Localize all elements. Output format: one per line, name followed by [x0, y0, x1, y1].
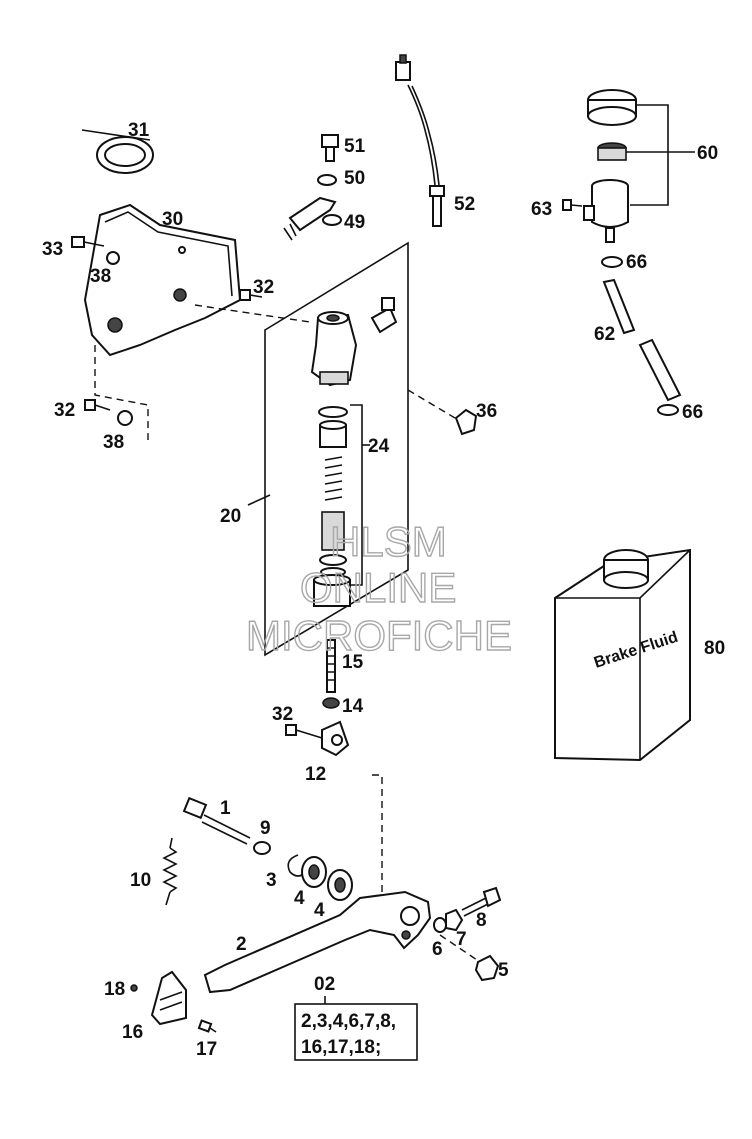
- bolt-part-32-upper[interactable]: [239, 289, 263, 301]
- part-label-80: 80: [704, 638, 725, 659]
- part-label-8: 8: [476, 910, 487, 931]
- part-label-50: 50: [344, 168, 365, 189]
- part-label-31: 31: [128, 120, 150, 141]
- pushrod-part-15[interactable]: [326, 639, 336, 693]
- piston-kit-part-24[interactable]: [313, 406, 351, 607]
- watermark-line-2: ONLINE: [300, 564, 456, 611]
- kit-number: 02: [314, 974, 335, 995]
- pin-part-18[interactable]: [130, 984, 138, 992]
- bearing-part-4-right[interactable]: [327, 869, 353, 901]
- bolt-part-32-clevis[interactable]: [285, 724, 323, 739]
- nut-part-38-lower[interactable]: [117, 410, 133, 426]
- washer-part-49[interactable]: [322, 214, 342, 226]
- washer-part-6[interactable]: [433, 917, 447, 933]
- reservoir-body[interactable]: [583, 179, 629, 243]
- hose-clamp-part-66-lower[interactable]: [657, 404, 679, 416]
- hose-fitting[interactable]: [370, 297, 398, 334]
- watermark-line-3: MICROFICHE: [246, 612, 512, 659]
- washer-part-50[interactable]: [317, 174, 337, 186]
- part-label-6: 6: [432, 939, 443, 960]
- part-label-66-lower: 66: [682, 402, 703, 423]
- kit-contents-box: [294, 1003, 418, 1061]
- part-label-5: 5: [498, 960, 509, 981]
- part-label-15: 15: [342, 652, 364, 673]
- part-label-4-right: 4: [314, 900, 325, 921]
- nut-part-38-upper[interactable]: [106, 251, 120, 265]
- part-label-18: 18: [104, 979, 125, 1000]
- part-label-49: 49: [344, 212, 365, 233]
- bolt-part-32-left[interactable]: [84, 399, 111, 411]
- bolt-part-8[interactable]: [461, 886, 502, 917]
- nut-part-5[interactable]: [474, 954, 500, 982]
- bearing-part-4-left[interactable]: [301, 856, 327, 888]
- hose-part-62[interactable]: [602, 278, 682, 402]
- part-label-51: 51: [344, 136, 366, 157]
- part-label-62: 62: [594, 324, 615, 345]
- brake-pedal-part-2[interactable]: [203, 890, 432, 994]
- part-label-24: 24: [368, 436, 390, 457]
- part-label-12: 12: [305, 764, 326, 785]
- brake-hose-fitting[interactable]: [283, 196, 337, 241]
- part-label-9: 9: [260, 818, 271, 839]
- washer-part-9[interactable]: [253, 841, 271, 855]
- kit-contents-line-1: 2,3,4,6,7,8,: [301, 1011, 396, 1032]
- banjo-bolt-part-51[interactable]: [321, 134, 339, 162]
- bolt-part-33[interactable]: [71, 236, 105, 248]
- hose-clamp-part-66-upper[interactable]: [601, 256, 623, 268]
- pivot-bolt-part-1[interactable]: [182, 796, 251, 845]
- part-label-10: 10: [130, 870, 151, 891]
- part-label-20: 20: [220, 506, 241, 527]
- part-label-4-left: 4: [294, 888, 305, 909]
- part-label-32-upper: 32: [253, 277, 274, 298]
- part-label-63: 63: [531, 199, 552, 220]
- watermark-line-1: HLSM: [330, 518, 447, 565]
- bracket-part-30[interactable]: [83, 203, 242, 357]
- part-label-32-left: 32: [54, 400, 75, 421]
- part-label-14: 14: [342, 696, 364, 717]
- part-label-1: 1: [220, 798, 231, 819]
- cylinder-kit-frame: [264, 241, 409, 657]
- part-label-17: 17: [196, 1039, 217, 1060]
- part-label-33: 33: [42, 239, 63, 260]
- spring-part-10[interactable]: [162, 837, 178, 906]
- screw-part-63[interactable]: [562, 199, 583, 211]
- nut-part-36[interactable]: [454, 408, 478, 436]
- part-label-16: 16: [122, 1022, 143, 1043]
- cable-tie-part-31[interactable]: [81, 129, 154, 174]
- part-label-3: 3: [266, 870, 277, 891]
- footrest-part-16[interactable]: [150, 970, 187, 1026]
- nut-part-14[interactable]: [322, 697, 340, 709]
- reservoir-cap-part-60[interactable]: [587, 89, 637, 161]
- nut-part-7[interactable]: [445, 908, 464, 932]
- master-cylinder-body[interactable]: [310, 311, 358, 387]
- part-label-52: 52: [454, 194, 475, 215]
- part-label-30: 30: [162, 209, 183, 230]
- kit-contents-line-2: 16,17,18;: [301, 1037, 381, 1058]
- brake-light-switch-part-52[interactable]: [395, 54, 445, 227]
- clevis-part-12[interactable]: [321, 720, 350, 757]
- part-label-38-lower: 38: [103, 432, 124, 453]
- part-label-7: 7: [456, 929, 467, 950]
- part-label-66-upper: 66: [626, 252, 647, 273]
- part-label-32-clevis: 32: [272, 704, 293, 725]
- part-label-60: 60: [697, 143, 718, 164]
- screw-part-17[interactable]: [197, 1019, 217, 1033]
- part-label-38-upper: 38: [90, 266, 111, 287]
- brake-fluid-can-part-80[interactable]: [554, 548, 691, 762]
- part-label-36: 36: [476, 401, 497, 422]
- part-label-2: 2: [236, 934, 247, 955]
